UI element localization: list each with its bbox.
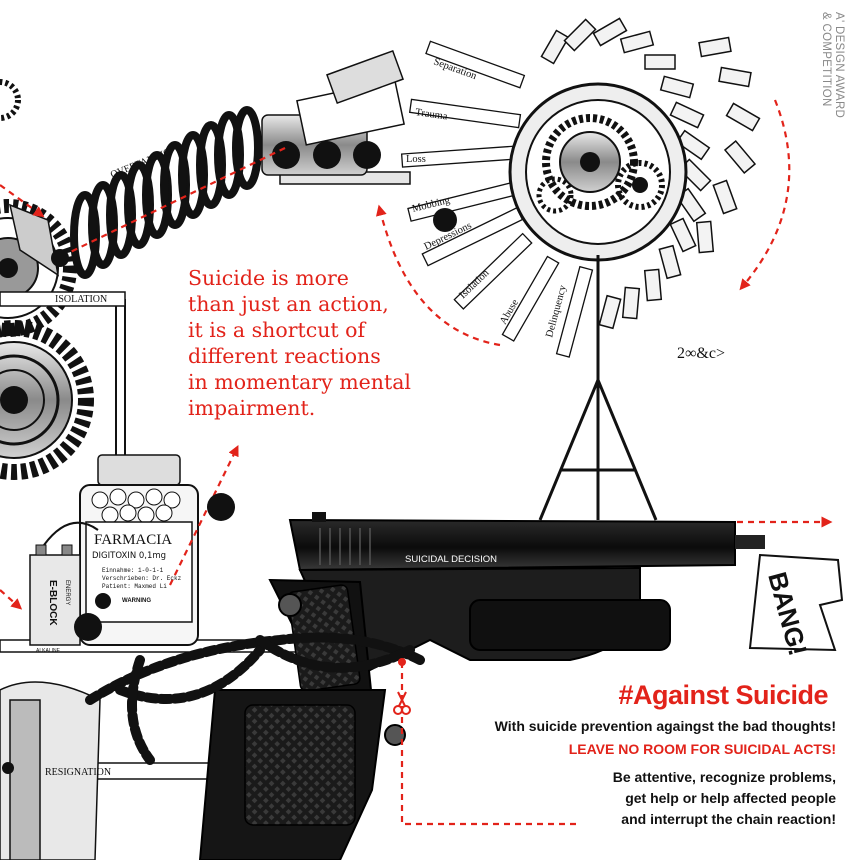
reaction-arrows	[0, 99, 833, 826]
svg-text:ALKALINE: ALKALINE	[36, 648, 61, 654]
cause-wheel	[400, 17, 761, 521]
spring	[70, 106, 262, 279]
pill-bottle	[79, 454, 199, 646]
gear-cluster-left	[0, 79, 301, 860]
svg-text:E-BLOCK: E-BLOCK	[47, 580, 58, 626]
bottle-label: FARMACIA DIGITOXIN 0,1mg Einnahme: 1-0-1…	[92, 532, 182, 604]
svg-text:ENERGY: ENERGY	[64, 580, 70, 605]
top-shelf	[261, 49, 411, 185]
campaign-line-leave-no-room: LEAVE NO ROOM FOR SUICIDAL ACTS!	[568, 741, 836, 757]
battery	[29, 521, 102, 646]
spoke-label-loss: Loss	[406, 154, 426, 165]
svg-text:Patient: Maxmed Li: Patient: Maxmed Li	[102, 583, 167, 590]
svg-text:Verschrieben: Dr. Eckz: Verschrieben: Dr. Eckz	[102, 575, 182, 582]
svg-text:Einnahme: 1-0-1-1: Einnahme: 1-0-1-1	[102, 567, 164, 574]
headline-text: Suicide is more than just an action, it …	[188, 266, 411, 420]
label-resignation: RESIGNATION	[45, 767, 111, 778]
campaign-hashtag: #Against Suicide	[618, 680, 828, 710]
rope	[85, 632, 425, 765]
spoke-label-trauma: Trauma	[415, 107, 449, 122]
label-suicidal-decision: SUICIDAL DECISION	[405, 554, 497, 565]
pistol	[198, 512, 765, 860]
label-isolation-bar: ISOLATION	[55, 294, 107, 305]
svg-text:FARMACIA: FARMACIA	[94, 532, 172, 548]
battery-label: E-BLOCK ENERGY ALKALINE	[36, 580, 70, 654]
campaign-line-prevention: With suicide prevention againgst the bad…	[494, 718, 836, 734]
svg-text:DIGITOXIN 0,1mg: DIGITOXIN 0,1mg	[92, 551, 166, 561]
svg-text:WARNING: WARNING	[122, 598, 151, 604]
label-signature: 2∞&c>	[677, 345, 725, 362]
award-watermark: A' DESIGN AWARD & COMPETITION	[820, 12, 845, 119]
campaign-body: Be attentive, recognize problems, get he…	[612, 769, 836, 827]
scissors-icon	[393, 691, 411, 715]
bang-flag	[748, 553, 844, 652]
